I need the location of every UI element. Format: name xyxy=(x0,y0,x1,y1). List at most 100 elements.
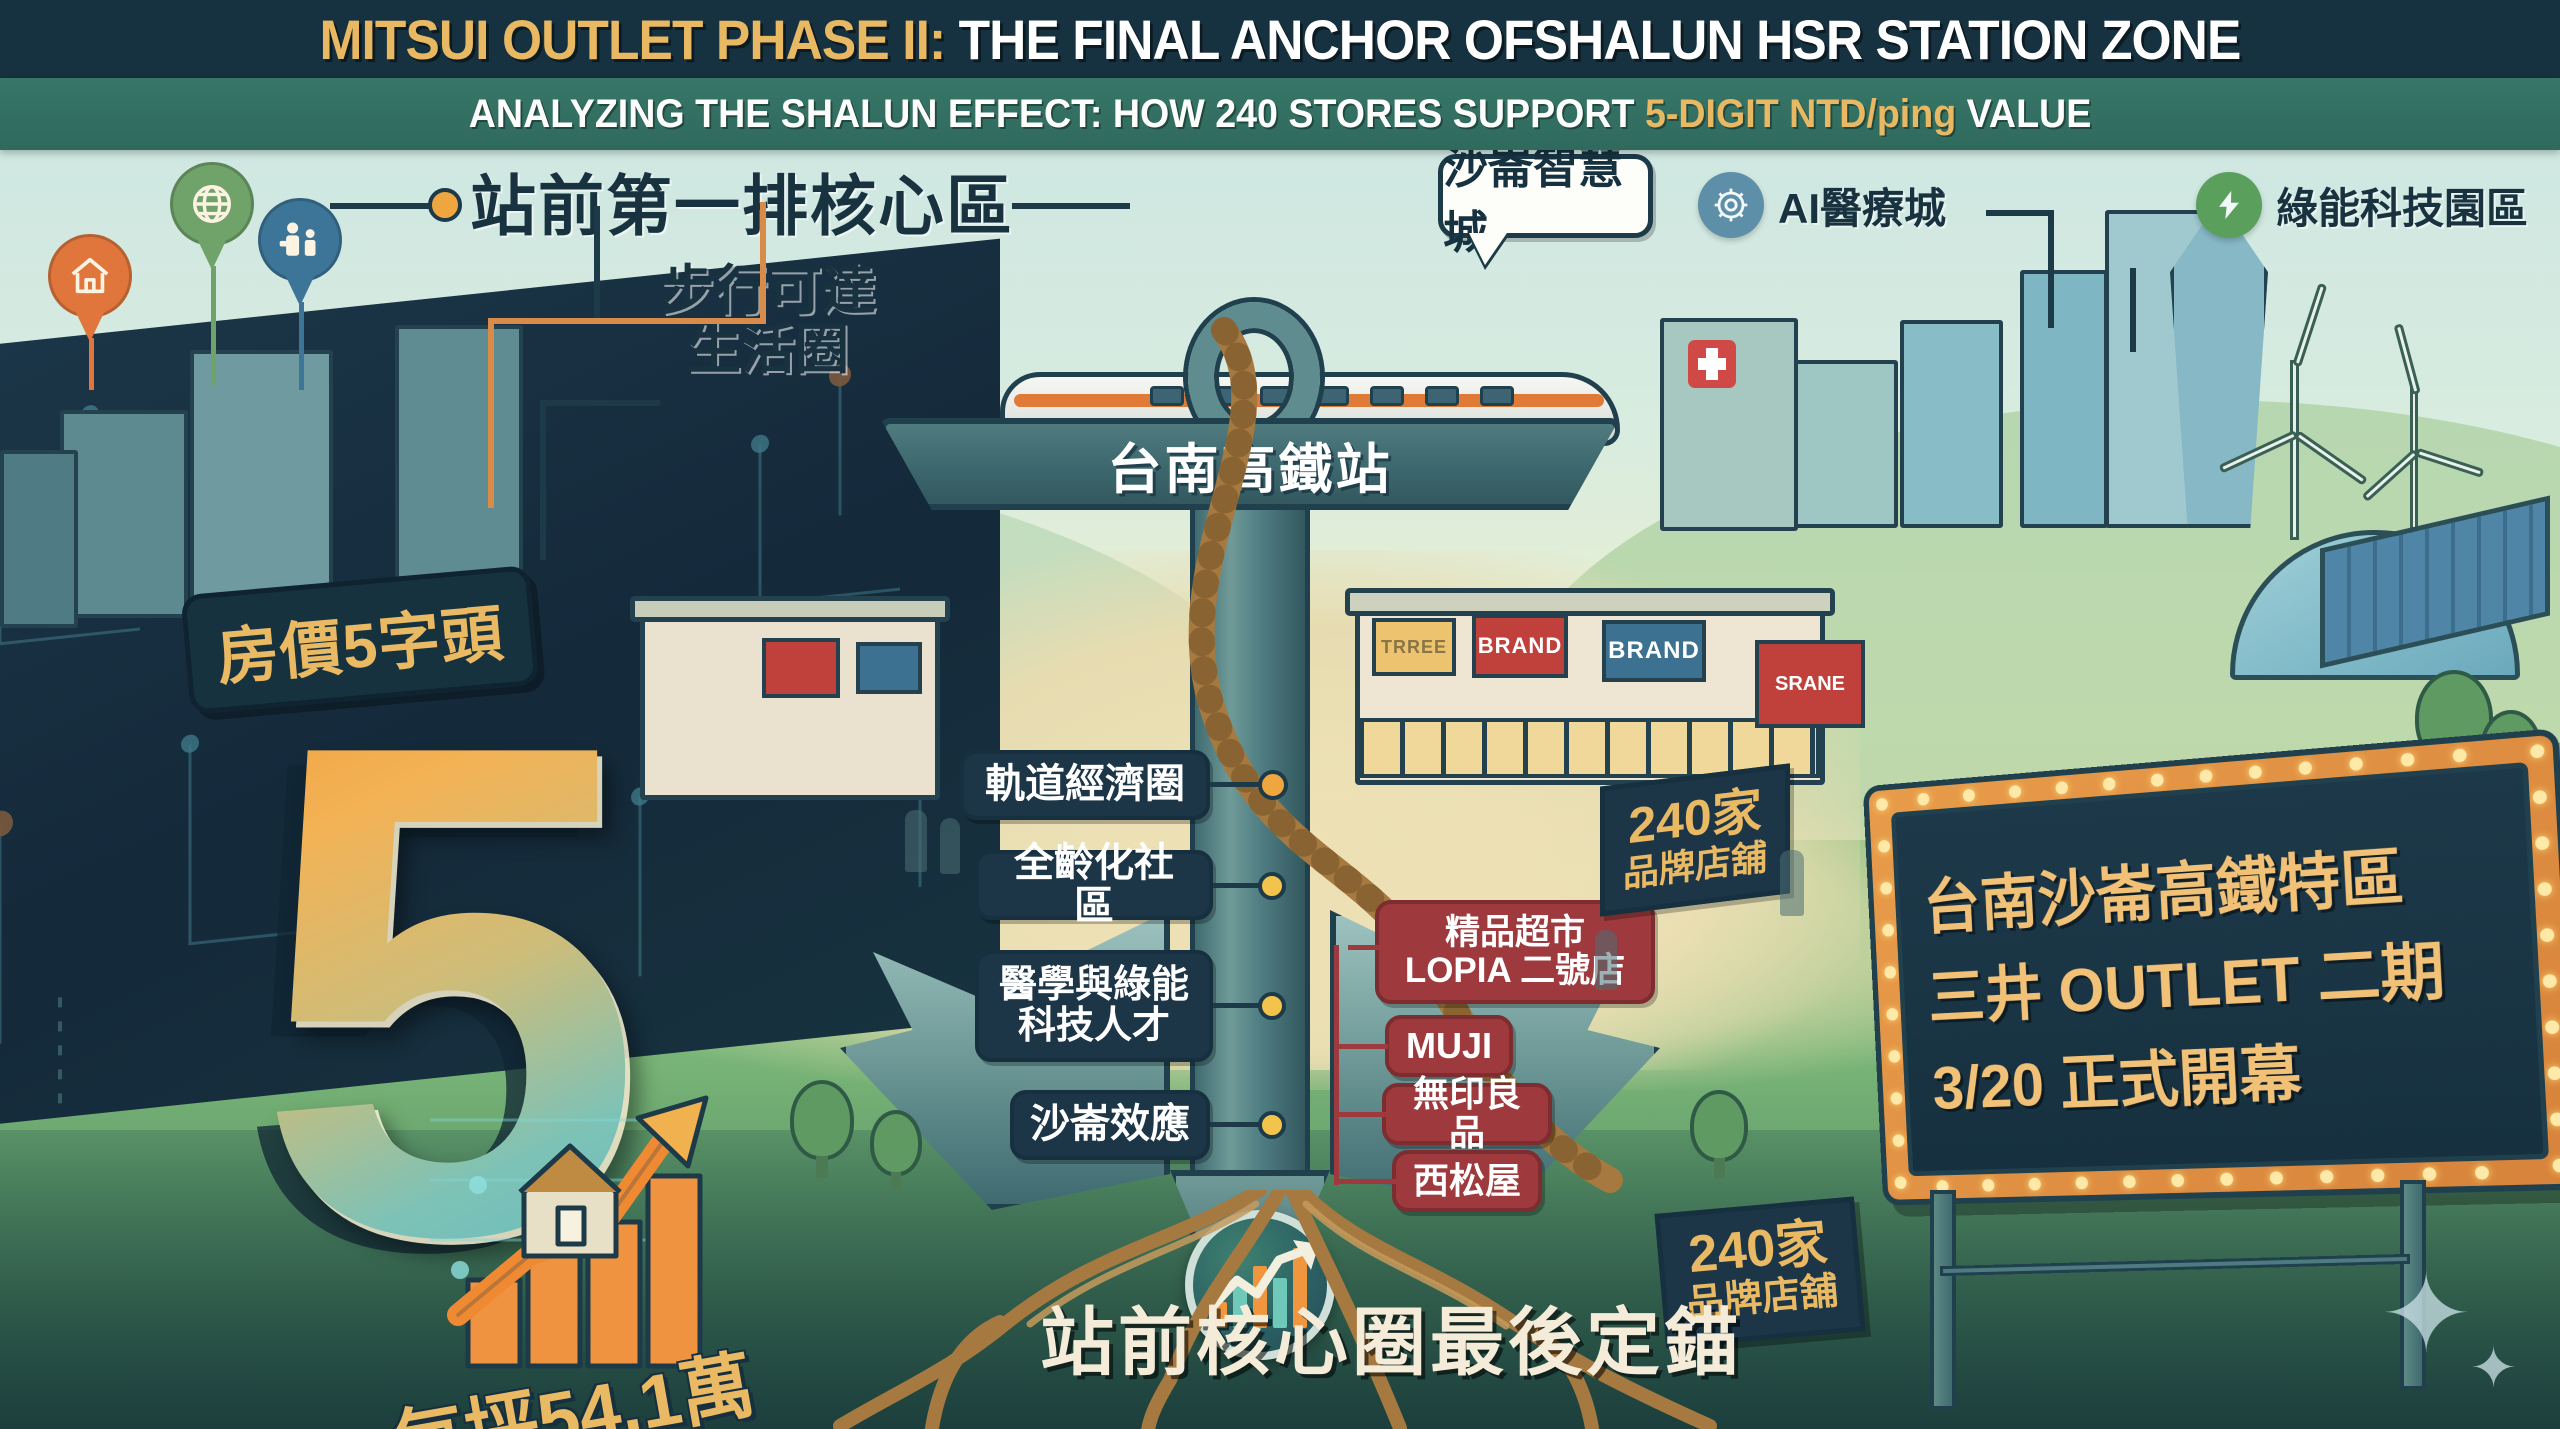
wind-turbine-mast-1 xyxy=(2290,360,2299,540)
brand-connector-line xyxy=(1348,945,1382,950)
page-title: MITSUI OUTLET PHASE II: THE FINAL ANCHOR… xyxy=(320,7,2242,72)
storefront-sign-1-label: BRAND xyxy=(1477,633,1563,658)
storefront-sign-1: BRAND xyxy=(1472,614,1568,678)
tree-mid-2 xyxy=(870,1110,922,1190)
connector-allage xyxy=(1213,883,1269,888)
chip-brand-lopia-line2: LOPIA 二號店 xyxy=(1404,951,1626,990)
title-white-part: THE FINAL ANCHOR OFSHALUN HSR STATION ZO… xyxy=(958,7,2242,71)
person-silhouette xyxy=(1780,850,1804,916)
connector-dot-allage xyxy=(1258,872,1286,900)
ai-medical-connector-h xyxy=(1986,210,2054,216)
chip-brand-muji-en-label: MUJI xyxy=(1405,1024,1492,1066)
gear-icon xyxy=(1698,172,1764,238)
brand-connector-line xyxy=(1338,1179,1396,1184)
brand-sign-srane: SRANE xyxy=(1755,640,1865,728)
anchor-roots xyxy=(833,1190,1717,1429)
green-park-connector xyxy=(2130,268,2136,352)
medal-bar xyxy=(1273,1278,1287,1328)
train-window xyxy=(1150,386,1184,406)
chip-rail-economy-label: 軌道經濟圈 xyxy=(985,762,1185,807)
connector-dot-rail xyxy=(1258,770,1288,800)
walkable-label: 步行可達 生活圈 xyxy=(660,261,876,381)
headline-connector-right xyxy=(1012,203,1130,209)
mall-sign-red-left xyxy=(762,638,840,698)
outlet-mall-roof-left xyxy=(630,596,950,622)
grand-opening-billboard: 台南沙崙高鐵特區 三井 OUTLET 二期 3/20 正式開幕 xyxy=(1862,728,2560,1206)
outlet-mall-roof-right xyxy=(1345,588,1835,616)
connector-dot-shalun xyxy=(1258,1111,1286,1139)
home-pin xyxy=(48,234,132,390)
chip-medical-green-talent[interactable]: 醫學與綠能 科技人才 xyxy=(975,950,1213,1062)
chip-brand-muji-zh-label: 無印良品 xyxy=(1412,1073,1521,1153)
subtitle-part-1: ANALYZING THE SHALUN EFFECT: HOW 240 STO… xyxy=(468,91,1635,136)
billboard-leg-right xyxy=(2400,1180,2426,1390)
medal-bar xyxy=(1233,1286,1247,1328)
headline-core-zone-label: 站前第一排核心區 xyxy=(470,169,1014,243)
walkable-connector-h xyxy=(488,318,766,324)
storefront-sign-2-label: BRAND xyxy=(1608,637,1700,664)
chip-rail-economy[interactable]: 軌道經濟圈 xyxy=(960,750,1210,820)
subtitle-bar: ANALYZING THE SHALUN EFFECT: HOW 240 STO… xyxy=(0,78,2560,150)
person-silhouette xyxy=(905,810,927,872)
brand-connector-line xyxy=(1338,1044,1388,1049)
chip-all-age-community[interactable]: 全齡化社區 xyxy=(975,841,1213,928)
community-pin xyxy=(258,198,342,390)
headline-connector-dot xyxy=(428,188,462,222)
building-left-d xyxy=(0,450,78,628)
walkable-label-line1: 步行可達 xyxy=(660,261,876,321)
person-silhouette xyxy=(940,818,960,874)
person-silhouette xyxy=(1595,930,1617,990)
chip-brand-lopia-line1: 精品超市 xyxy=(1444,913,1585,953)
tag-smart-city[interactable]: 沙崙智慧城 xyxy=(1438,150,1653,258)
title-bar: MITSUI OUTLET PHASE II: THE FINAL ANCHOR… xyxy=(0,0,2560,78)
tag-green-energy-park[interactable]: 綠能科技園區 xyxy=(2196,172,2528,238)
brand-connector-spine xyxy=(1334,945,1339,1185)
chip-brand-muji-zh[interactable]: 無印良品 xyxy=(1382,1074,1552,1152)
building-right-tower-c xyxy=(1900,320,2003,528)
chip-brand-muji-en[interactable]: MUJI xyxy=(1385,1015,1513,1077)
price-trend-chart xyxy=(430,1095,709,1369)
walkable-connector-v xyxy=(760,202,766,322)
storefront-sign-2: BRAND xyxy=(1602,620,1706,682)
brand-connector-line xyxy=(1338,1112,1386,1117)
chip-medical-green-talent-line1: 醫學與綠能 xyxy=(998,963,1189,1006)
sparkle-icon: ✦ xyxy=(2380,1253,2473,1376)
page-subtitle: ANALYZING THE SHALUN EFFECT: HOW 240 STO… xyxy=(469,92,2092,137)
mall-sign-blue-left xyxy=(856,642,922,694)
train-window xyxy=(1480,386,1514,406)
chip-brand-nishimatsuya-label: 西松屋 xyxy=(1412,1159,1521,1201)
subtitle-part-2: VALUE xyxy=(1966,91,2092,136)
walkable-branch-down xyxy=(540,400,546,560)
building-right-tower-a xyxy=(2020,270,2108,528)
tag-smart-city-label: 沙崙智慧城 xyxy=(1443,150,1624,258)
subtitle-highlight: 5-DIGIT NTD/ping xyxy=(1644,91,1957,136)
tag-green-energy-park-label: 綠能科技園區 xyxy=(2276,184,2529,232)
chip-shalun-effect[interactable]: 沙崙效應 xyxy=(1010,1090,1210,1160)
tree-mid-1 xyxy=(790,1080,854,1178)
walkable-branch xyxy=(540,400,660,406)
chip-shalun-effect-label: 沙崙效應 xyxy=(1030,1102,1190,1147)
connector-shalun xyxy=(1210,1122,1270,1127)
medal-bar xyxy=(1293,1248,1307,1328)
walkable-label-line2: 生活圈 xyxy=(687,320,849,381)
chip-brand-nishimatsuya[interactable]: 西松屋 xyxy=(1392,1150,1542,1212)
chip-all-age-community-label: 全齡化社區 xyxy=(1014,840,1174,928)
walkable-connector-down xyxy=(488,318,494,508)
storefront-sign-0: TRREE xyxy=(1372,618,1456,676)
chip-medical-green-talent-line2: 科技人才 xyxy=(1017,1005,1170,1047)
bottom-tagline: 站前核心圈最後定錨 xyxy=(1040,1301,1742,1384)
connector-rail xyxy=(1210,782,1270,787)
hospital-cross-bar-h xyxy=(1698,358,1726,370)
billboard-leg-left xyxy=(1930,1190,1956,1410)
connector-talent xyxy=(1213,1003,1269,1008)
train-window xyxy=(1425,386,1459,406)
scene: 5 5 每坪54.1萬 xyxy=(0,150,2560,1429)
store-count-badge-top: 240家 品牌店舖 xyxy=(1600,763,1790,917)
globe-pin xyxy=(170,162,254,386)
tag-ai-medical-city[interactable]: AI醫療城 xyxy=(1698,172,1946,238)
price-badge-label: 房價5字頭 xyxy=(214,599,507,694)
wind-turbine-mast-2 xyxy=(2410,388,2418,538)
train-window xyxy=(1370,386,1404,406)
lightning-bolt-icon xyxy=(2196,172,2262,238)
